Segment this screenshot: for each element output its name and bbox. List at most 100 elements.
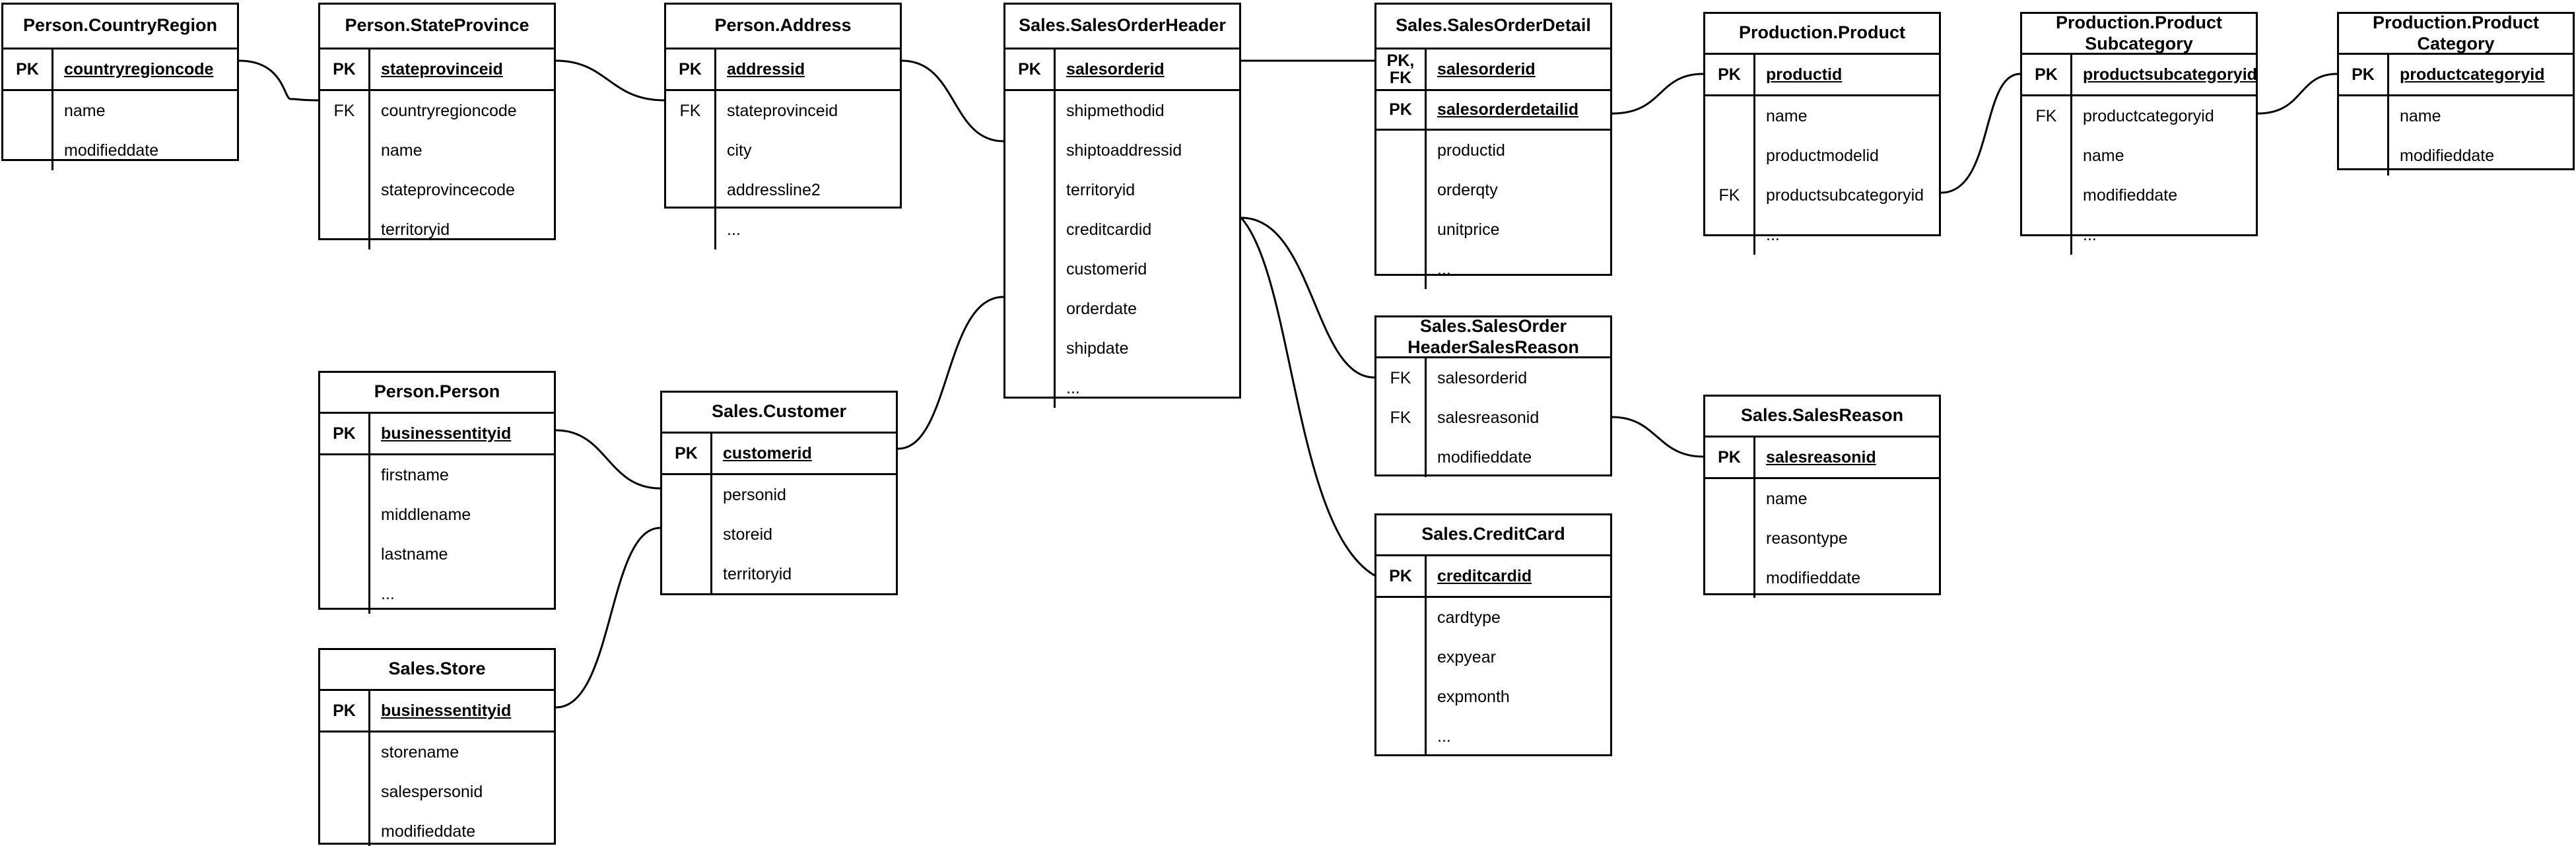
attribute-row: stateprovincecode bbox=[320, 170, 554, 210]
key-indicator bbox=[2022, 215, 2072, 255]
key-indicator: PK bbox=[662, 434, 712, 473]
attribute-row: creditcardid bbox=[1005, 210, 1239, 249]
key-indicator bbox=[1705, 136, 1755, 176]
attribute-row: cardtype bbox=[1376, 598, 1610, 637]
attribute-row: ... bbox=[1376, 717, 1610, 756]
column-name: unitprice bbox=[1437, 220, 1500, 239]
column-name: productsubcategoryid bbox=[2083, 65, 2257, 84]
key-indicator bbox=[1005, 170, 1056, 210]
column-name: ... bbox=[1066, 378, 1080, 397]
column-name: ... bbox=[1766, 225, 1780, 244]
column-name: customerid bbox=[1066, 259, 1147, 278]
key-indicator bbox=[1376, 637, 1427, 677]
entity-title: Sales.SalesReason bbox=[1705, 397, 1939, 438]
key-indicator bbox=[1005, 329, 1056, 368]
key-indicator bbox=[1376, 131, 1427, 170]
column-name: orderdate bbox=[1066, 299, 1137, 318]
column-name: salespersonid bbox=[381, 782, 483, 801]
attribute-row: modifieddate bbox=[3, 131, 237, 170]
key-indicator bbox=[1005, 249, 1056, 289]
attribute-row: salespersonid bbox=[320, 772, 554, 812]
attribute-row: expyear bbox=[1376, 637, 1610, 677]
column-name: city bbox=[727, 141, 752, 160]
column-name: creditcardid bbox=[1066, 220, 1152, 239]
column-name: ... bbox=[727, 220, 741, 239]
attribute-row: ... bbox=[1376, 249, 1610, 289]
attribute-row: city bbox=[666, 131, 900, 170]
key-row: PK productcategoryid bbox=[2339, 55, 2573, 94]
key-indicator bbox=[320, 210, 370, 249]
key-indicator: FK bbox=[666, 91, 716, 131]
column-name: productcategoryid bbox=[2083, 106, 2214, 125]
primary-key-section: PK productcategoryid bbox=[2339, 55, 2573, 96]
attribute-row: ... bbox=[1005, 368, 1239, 408]
entity-title: Sales.SalesOrderHeader bbox=[1005, 5, 1239, 49]
attribute-row: modifieddate bbox=[1376, 438, 1610, 477]
key-indicator: PK bbox=[2339, 55, 2389, 94]
column-name: reasontype bbox=[1766, 529, 1848, 548]
column-name: salesorderid bbox=[1066, 59, 1165, 79]
key-indicator: PK bbox=[666, 49, 716, 89]
key-indicator bbox=[2339, 136, 2389, 176]
rel-salesorderheader-creditcard bbox=[1217, 206, 1386, 587]
column-name: middlename bbox=[381, 505, 471, 524]
column-name: stateprovinceid bbox=[727, 101, 838, 120]
attribute-row: customerid bbox=[1005, 249, 1239, 289]
key-indicator: FK bbox=[1376, 398, 1427, 438]
key-indicator bbox=[1705, 558, 1755, 598]
key-indicator: PK bbox=[320, 49, 370, 89]
column-name: name bbox=[2400, 106, 2441, 125]
attribute-row: name bbox=[320, 131, 554, 170]
key-indicator: PK bbox=[1705, 55, 1755, 94]
attribute-row: modifieddate bbox=[2022, 176, 2256, 215]
attribute-row: modifieddate bbox=[1705, 558, 1939, 598]
entity-title: Sales.CreditCard bbox=[1376, 515, 1610, 556]
key-indicator bbox=[1005, 131, 1056, 170]
attribute-row: middlename bbox=[320, 495, 554, 535]
key-indicator bbox=[1705, 215, 1755, 255]
column-name: productid bbox=[1437, 141, 1505, 160]
key-indicator bbox=[662, 515, 712, 554]
key-indicator bbox=[320, 772, 370, 812]
attribute-row: orderdate bbox=[1005, 289, 1239, 329]
attribute-row: orderqty bbox=[1376, 170, 1610, 210]
attribute-row: addressline2 bbox=[666, 170, 900, 210]
attribute-section: FK stateprovinceid city addressline2... bbox=[666, 91, 900, 249]
column-name: name bbox=[1766, 489, 1808, 508]
key-indicator bbox=[2339, 96, 2389, 136]
attribute-row: productmodelid bbox=[1705, 136, 1939, 176]
attribute-section: productid orderqty unitprice... bbox=[1376, 131, 1610, 289]
entity-title: Sales.Store bbox=[320, 650, 554, 691]
column-name: productcategoryid bbox=[2400, 65, 2545, 84]
key-indicator bbox=[320, 170, 370, 210]
attribute-row: storename bbox=[320, 732, 554, 772]
